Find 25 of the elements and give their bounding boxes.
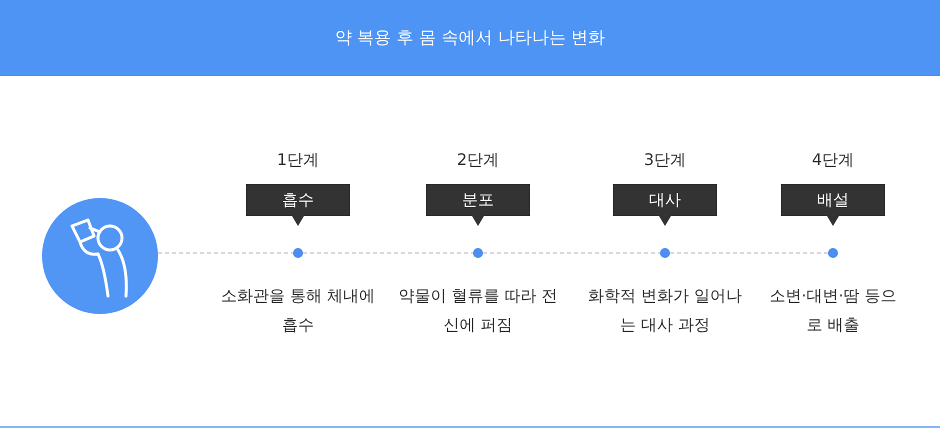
callout-tag [781,184,885,226]
stage-name: 분포 [461,190,495,211]
callout-tag [246,184,350,226]
step-label: 1단계 [276,150,320,171]
title: 약 복용 후 몸 속에서 나타나는 변화 [334,27,606,49]
timeline-dot [660,248,670,258]
stage-description: 화학적 변화가 일어나는 대사 과정 [586,285,744,336]
dashed-connector [302,252,474,254]
step-label: 3단계 [642,150,688,171]
timeline-dot [828,248,838,258]
step-label: 4단계 [810,150,856,171]
stage-description: 약물이 혈류를 따라 전신에 퍼짐 [398,285,558,336]
timeline-dot [293,248,303,258]
callout-tag [426,184,530,226]
dashed-connector [670,252,828,254]
callout-tag [613,184,717,226]
stage-name: 대사 [648,190,682,211]
dashed-connector [158,252,294,254]
stage-description: 소화관을 통해 체내에 흡수 [220,285,376,336]
timeline-dot [473,248,483,258]
stage-description: 소변·대변·땀 등으로 배출 [768,285,898,336]
stage-name: 배설 [816,190,850,211]
step-label: 2단계 [456,150,500,171]
stage-name: 흡수 [281,190,315,211]
dashed-connector [482,252,660,254]
